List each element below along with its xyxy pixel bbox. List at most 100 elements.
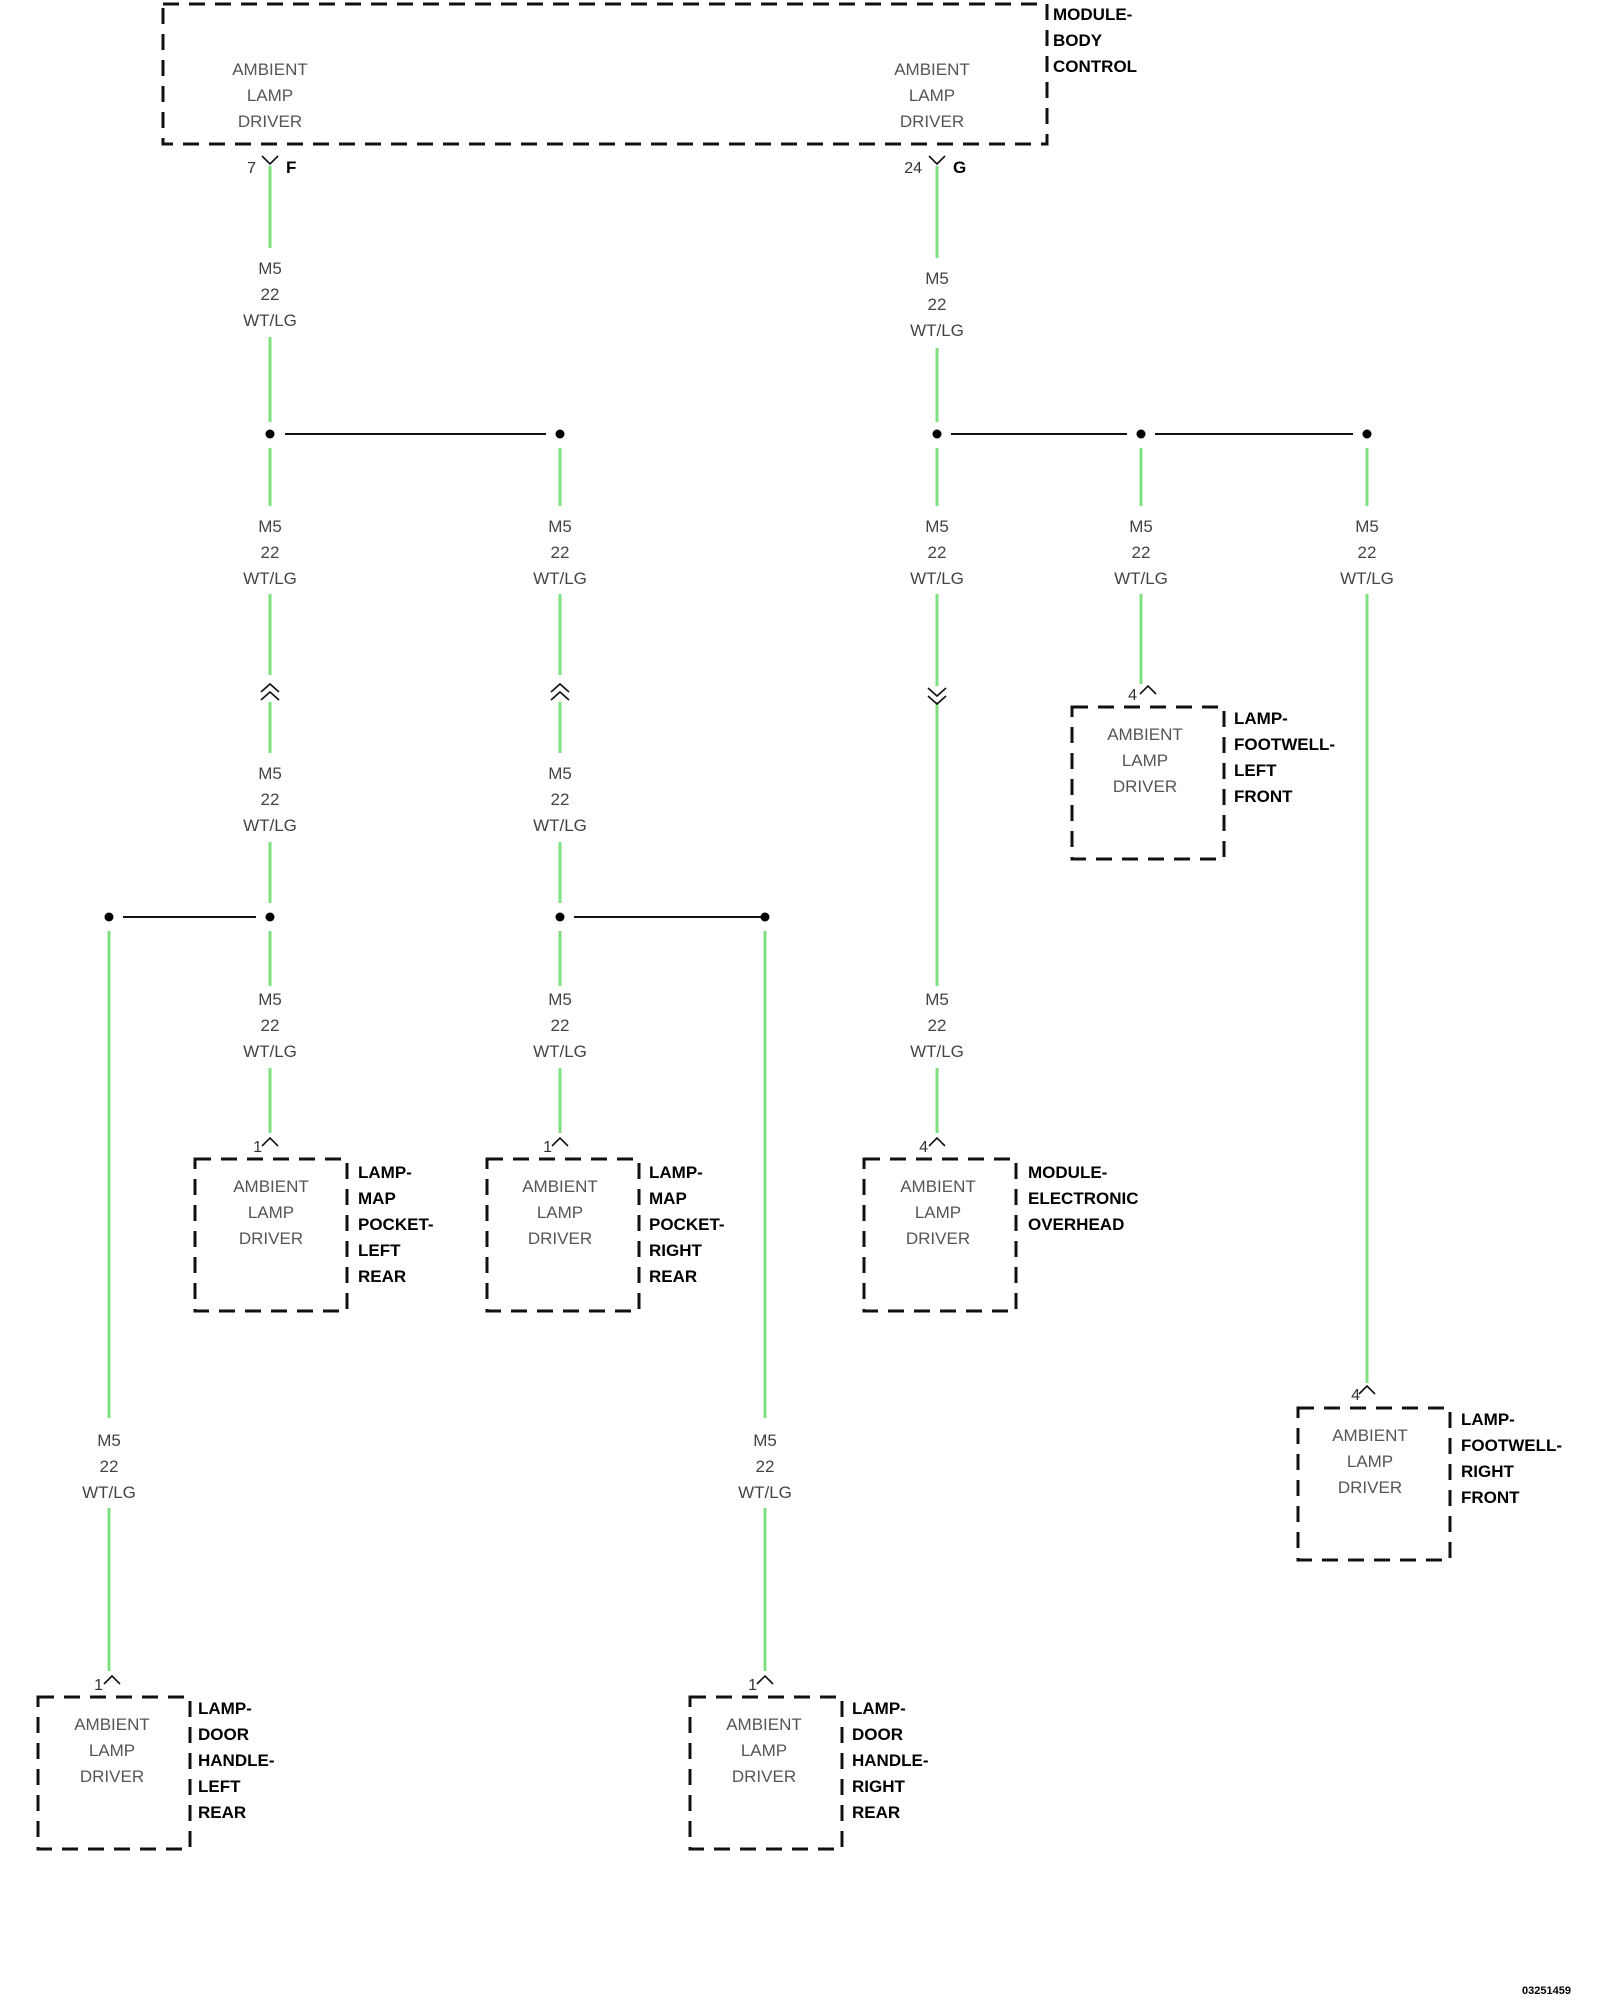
component-name-line-2: DOOR	[198, 1725, 249, 1744]
driver-label-line-3: DRIVER	[80, 1767, 144, 1786]
component-name-line-2: ELECTRONIC	[1028, 1189, 1139, 1208]
component-name-line-2: FOOTWELL-	[1234, 735, 1335, 754]
component-name-line-4: FRONT	[1461, 1488, 1520, 1507]
driver-label-line-1: AMBIENT	[726, 1715, 802, 1734]
wire-gauge: 22	[551, 543, 570, 562]
wire-labels: M5 22 WT/LG M5 22 WT/LG M5 22 WT/LG M5 2…	[82, 259, 1394, 1502]
wire-gauge: 22	[551, 1016, 570, 1035]
pin-f-number: 7	[247, 160, 256, 177]
pin-g-connector-icon	[928, 155, 946, 166]
component-name-line-3: HANDLE-	[852, 1751, 929, 1770]
component-name-line-5: REAR	[198, 1803, 246, 1822]
driver-label-line-1: AMBIENT	[1332, 1426, 1408, 1445]
wire-color: WT/LG	[910, 1042, 964, 1061]
splice-dot	[555, 429, 565, 439]
wire-gauge: 22	[261, 543, 280, 562]
pin-f-connector: F	[286, 158, 296, 177]
component-name-line-2: MAP	[649, 1189, 687, 1208]
wire-color: WT/LG	[533, 1042, 587, 1061]
component-name-line-4: LEFT	[358, 1241, 401, 1260]
wire-color: WT/LG	[1340, 569, 1394, 588]
wire-gauge: 22	[756, 1457, 775, 1476]
bcm-left-driver-line-1: AMBIENT	[232, 60, 308, 79]
bcm-left-driver-line-3: DRIVER	[238, 112, 302, 131]
component-name-line-3: POCKET-	[649, 1215, 725, 1234]
wire-color: WT/LG	[738, 1483, 792, 1502]
wire-gauge: 22	[261, 285, 280, 304]
component-name-line-4: RIGHT	[852, 1777, 906, 1796]
pin-connector-icon	[551, 1136, 569, 1147]
pin-number: 1	[94, 1677, 103, 1694]
wire-color: WT/LG	[243, 816, 297, 835]
wire-code: M5	[925, 269, 949, 288]
pin-number: 1	[253, 1139, 262, 1156]
wire-code: M5	[753, 1431, 777, 1450]
wire-gauge: 22	[261, 790, 280, 809]
driver-label-line-1: AMBIENT	[74, 1715, 150, 1734]
driver-label-line-3: DRIVER	[1113, 777, 1177, 796]
body-control-module: AMBIENT LAMP DRIVER AMBIENT LAMP DRIVER …	[161, 2, 1137, 146]
inline-connectors	[260, 682, 947, 706]
wire-code: M5	[97, 1431, 121, 1450]
pin-connector-icon	[928, 1136, 946, 1147]
figure-id: 03251459	[1522, 1985, 1571, 1997]
wire-gauge: 22	[261, 1016, 280, 1035]
component-name-line-4: LEFT	[198, 1777, 241, 1796]
pin-connector-icon	[261, 1136, 279, 1147]
inline-connector-up-icon	[550, 682, 570, 701]
bcm-name-line-3: CONTROL	[1053, 57, 1137, 76]
driver-label-line-2: LAMP	[89, 1741, 135, 1760]
pin-number: 4	[1351, 1387, 1360, 1404]
driver-label-line-1: AMBIENT	[233, 1177, 309, 1196]
component-box	[1070, 705, 1226, 861]
wire-code: M5	[548, 764, 572, 783]
wire-color: WT/LG	[533, 816, 587, 835]
component-name-line-5: REAR	[852, 1803, 900, 1822]
bcm-name-line-1: MODULE-	[1053, 5, 1132, 24]
wire-code: M5	[1129, 517, 1153, 536]
wire-color: WT/LG	[533, 569, 587, 588]
component-name-line-3: HANDLE-	[198, 1751, 275, 1770]
component-name-line-3: RIGHT	[1461, 1462, 1515, 1481]
driver-label-line-2: LAMP	[537, 1203, 583, 1222]
driver-label-line-2: LAMP	[248, 1203, 294, 1222]
splice-dot	[555, 912, 565, 922]
driver-label-line-3: DRIVER	[528, 1229, 592, 1248]
wire-color: WT/LG	[1114, 569, 1168, 588]
wire-color: WT/LG	[910, 321, 964, 340]
component-map-pocket-left-rear: 1 AMBIENT LAMP DRIVER LAMP- MAP POCKET- …	[193, 1136, 434, 1313]
driver-label-line-2: LAMP	[1122, 751, 1168, 770]
component-name-line-1: LAMP-	[358, 1163, 412, 1182]
wire-code: M5	[1355, 517, 1379, 536]
component-name-line-4: RIGHT	[649, 1241, 703, 1260]
component-box	[1296, 1406, 1452, 1562]
bcm-name-line-2: BODY	[1053, 31, 1103, 50]
component-footwell-right-front: 4 AMBIENT LAMP DRIVER LAMP- FOOTWELL- RI…	[1296, 1384, 1562, 1562]
component-door-handle-left-rear: 1 AMBIENT LAMP DRIVER LAMP- DOOR HANDLE-…	[36, 1674, 275, 1851]
bcm-pin-g: 24 G	[904, 155, 966, 177]
splice-dot	[1362, 429, 1372, 439]
driver-label-line-2: LAMP	[741, 1741, 787, 1760]
component-name-line-5: REAR	[649, 1267, 697, 1286]
component-name-line-3: OVERHEAD	[1028, 1215, 1124, 1234]
component-name-line-2: FOOTWELL-	[1461, 1436, 1562, 1455]
pin-number: 4	[1128, 687, 1137, 704]
wire-code: M5	[258, 259, 282, 278]
pin-g-number: 24	[904, 160, 922, 177]
component-map-pocket-right-rear: 1 AMBIENT LAMP DRIVER LAMP- MAP POCKET- …	[485, 1136, 725, 1313]
splice-dot	[1136, 429, 1146, 439]
pin-number: 4	[919, 1139, 928, 1156]
component-name-line-1: LAMP-	[852, 1699, 906, 1718]
wire-gauge: 22	[551, 790, 570, 809]
driver-label-line-3: DRIVER	[1338, 1478, 1402, 1497]
component-box	[193, 1157, 349, 1313]
driver-label-line-3: DRIVER	[732, 1767, 796, 1786]
wire-color: WT/LG	[243, 569, 297, 588]
bcm-left-driver-line-2: LAMP	[247, 86, 293, 105]
component-electronic-overhead: 4 AMBIENT LAMP DRIVER MODULE- ELECTRONIC…	[862, 1136, 1139, 1313]
component-name-line-1: LAMP-	[198, 1699, 252, 1718]
inline-connector-up-icon	[260, 682, 280, 701]
body-control-box	[161, 2, 1049, 146]
driver-label-line-1: AMBIENT	[1107, 725, 1183, 744]
